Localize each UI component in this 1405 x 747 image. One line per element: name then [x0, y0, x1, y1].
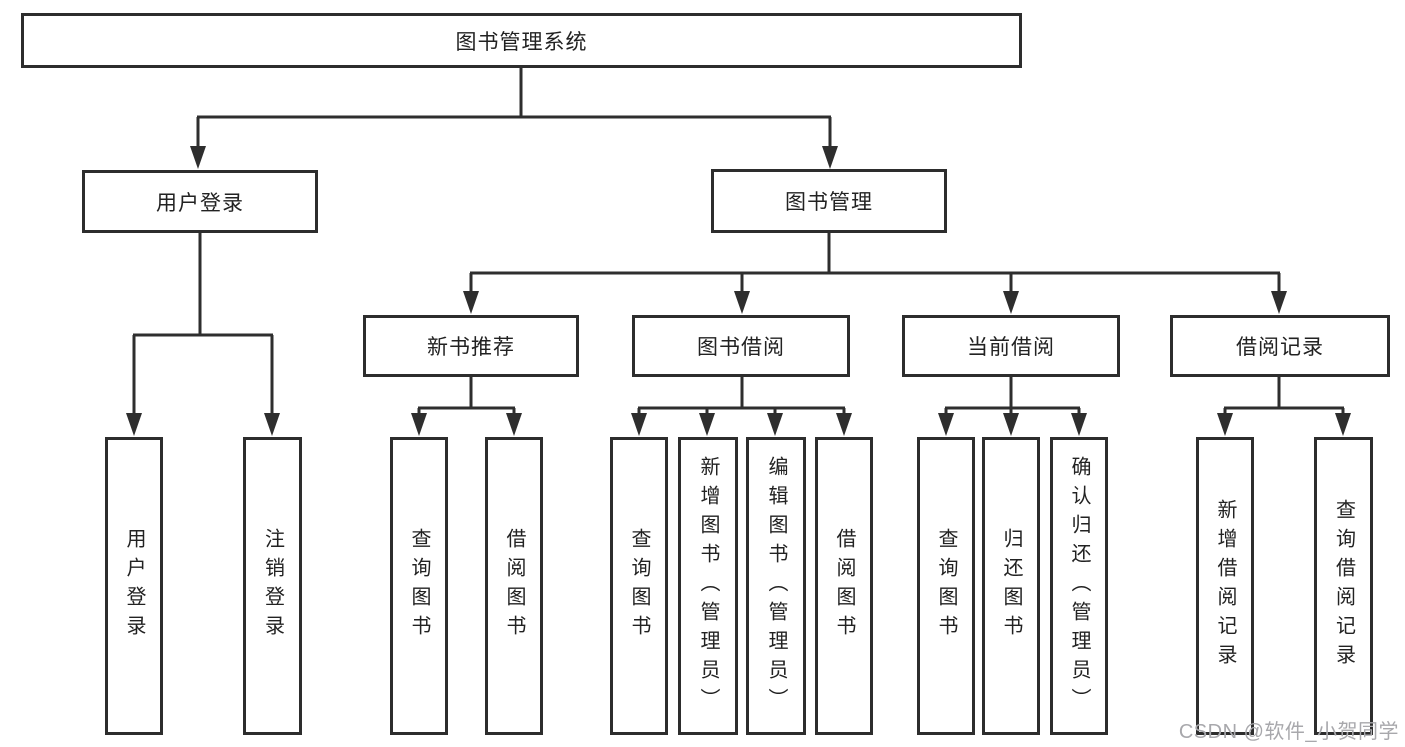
leaf-current-return-books-label: 归还图书	[1000, 528, 1022, 644]
connector-user-login-branch	[126, 233, 280, 436]
leaf-newrec-borrow-books-label: 借阅图书	[503, 528, 525, 644]
leaf-logout-label: 注销登录	[261, 528, 284, 644]
leaf-logout: 注销登录	[243, 437, 302, 735]
leaf-newrec-borrow-books: 借阅图书	[485, 437, 543, 735]
connector-root-to-level2	[190, 68, 838, 169]
leaf-newrec-query-books-label: 查询图书	[408, 528, 430, 644]
leaf-records-add-record-label: 新增借阅记录	[1214, 499, 1236, 673]
csdn-watermark: CSDN @软件_小贺同学	[1178, 721, 1399, 743]
node-borrowing-records: 借阅记录	[1170, 315, 1390, 377]
node-new-book-recommend: 新书推荐	[363, 315, 579, 377]
leaf-user-login-label: 用户登录	[123, 528, 145, 644]
leaf-current-return-books: 归还图书	[982, 437, 1040, 735]
leaf-borrow-edit-books-admin-label: 编辑图书（管理员）	[765, 455, 787, 717]
connector-new-book-recommend-leaves	[411, 377, 522, 436]
connector-book-management-to-sections	[463, 233, 1287, 314]
leaf-current-confirm-return-admin-label: 确认归还（管理员）	[1068, 455, 1090, 717]
connector-book-borrowing-leaves	[631, 377, 852, 436]
node-book-borrowing-label: 图书借阅	[697, 336, 785, 359]
leaf-records-add-record: 新增借阅记录	[1196, 437, 1254, 735]
node-current-borrowing-label: 当前借阅	[967, 336, 1055, 359]
leaf-current-confirm-return-admin: 确认归还（管理员）	[1050, 437, 1108, 735]
connector-current-borrowing-leaves	[938, 377, 1087, 436]
node-user-login: 用户登录	[82, 170, 318, 233]
leaf-borrow-add-books-admin: 新增图书（管理员）	[678, 437, 738, 735]
leaf-current-query-books-label: 查询图书	[935, 528, 957, 644]
connector-borrowing-records-leaves	[1217, 377, 1351, 436]
node-book-borrowing: 图书借阅	[632, 315, 850, 377]
leaf-newrec-query-books: 查询图书	[390, 437, 448, 735]
leaf-records-query-record-label: 查询借阅记录	[1332, 499, 1355, 673]
node-user-login-label: 用户登录	[156, 191, 244, 215]
node-new-book-recommend-label: 新书推荐	[427, 336, 515, 359]
leaf-records-query-record: 查询借阅记录	[1314, 437, 1373, 735]
leaf-borrow-query-books: 查询图书	[610, 437, 668, 735]
node-borrowing-records-label: 借阅记录	[1236, 336, 1324, 359]
leaf-borrow-add-books-admin-label: 新增图书（管理员）	[697, 455, 719, 717]
node-root-label: 图书管理系统	[455, 30, 588, 54]
leaf-borrow-edit-books-admin: 编辑图书（管理员）	[746, 437, 806, 735]
leaf-borrow-borrow-books-label: 借阅图书	[833, 528, 855, 644]
node-book-management: 图书管理	[711, 169, 947, 233]
leaf-current-query-books: 查询图书	[917, 437, 975, 735]
node-current-borrowing: 当前借阅	[902, 315, 1120, 377]
node-book-management-label: 图书管理	[785, 191, 873, 214]
node-root-system: 图书管理系统	[21, 13, 1022, 68]
leaf-user-login: 用户登录	[105, 437, 163, 735]
leaf-borrow-borrow-books: 借阅图书	[815, 437, 873, 735]
leaf-borrow-query-books-label: 查询图书	[628, 528, 650, 644]
